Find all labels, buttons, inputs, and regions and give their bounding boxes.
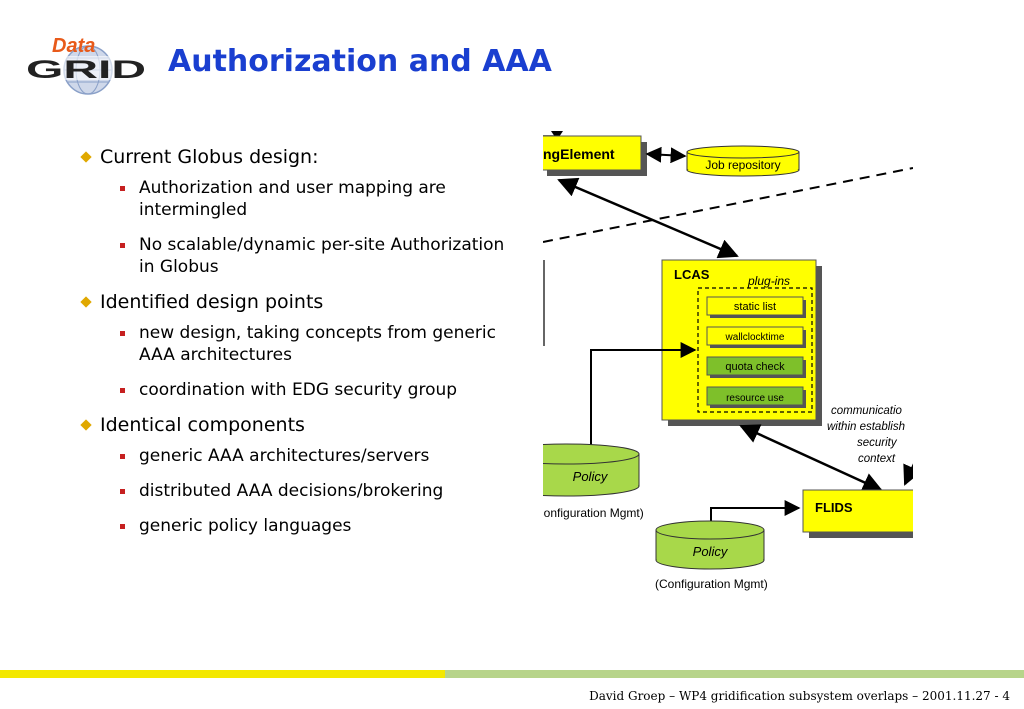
trust-boundary-line: [543, 167, 913, 243]
gatekeeper-lcas-arrow: [557, 177, 739, 259]
plugins-group: [697, 287, 813, 413]
square-bullet-icon: [120, 186, 125, 191]
config1-label: Configuration Mgmt): [543, 506, 644, 520]
config2-label: (Configuration Mgmt): [655, 577, 768, 591]
plugins-label: plug-ins: [747, 274, 790, 288]
footer-bar-yellow: [0, 670, 445, 678]
svg-text:communicatio: communicatio: [831, 405, 903, 417]
svg-text:wallclocktime: wallclocktime: [725, 332, 785, 343]
lcas-diagram: ngElement Job repository LCAS plug-ins s…: [543, 128, 913, 598]
sub-bullet-item: generic AAA architectures/servers: [80, 445, 520, 467]
diamond-bullet-icon: [80, 296, 92, 308]
svg-text:security: security: [857, 437, 898, 449]
bullet-section: Identical components generic AAA archite…: [80, 414, 520, 537]
bullet-section: Current Globus design: Authorization and…: [80, 146, 520, 278]
footer-bar-green: [445, 670, 1024, 678]
policy1-cylinder: [543, 443, 640, 465]
square-bullet-icon: [120, 388, 125, 393]
square-bullet-icon: [120, 331, 125, 336]
bullet-item: Identical components: [80, 414, 520, 437]
square-bullet-icon: [120, 454, 125, 459]
policy2-flids-arrow: [710, 500, 801, 522]
job-repository-label: Job repository: [705, 158, 780, 172]
logo-top-word: Data: [52, 35, 95, 57]
job-repository-cylinder: [686, 145, 800, 159]
flids-label: FLIDS: [815, 500, 853, 515]
svg-text:static list: static list: [734, 301, 776, 313]
sub-bullet-item: No scalable/dynamic per-site Authorizati…: [80, 234, 520, 278]
policy1-lcas-arrow: [590, 342, 697, 446]
svg-text:within establish: within establish: [827, 421, 905, 433]
lcas-label: LCAS: [674, 267, 710, 282]
bullet-item: Identified design points: [80, 291, 520, 314]
sub-bullet-item: coordination with EDG security group: [80, 379, 520, 401]
square-bullet-icon: [120, 524, 125, 529]
gatekeeper-box: [543, 135, 642, 171]
square-bullet-icon: [120, 243, 125, 248]
gatekeeper-label: ngElement: [543, 146, 615, 162]
sub-bullet-item: generic policy languages: [80, 515, 520, 537]
lcas-flids-arrow: [739, 424, 883, 492]
logo-bottom-word: GRID: [26, 56, 146, 84]
plugin-wallclocktime: [706, 326, 804, 346]
policy2-label: Policy: [693, 544, 729, 559]
plugin-resource-use: [706, 386, 804, 406]
policy1-label: Policy: [573, 469, 609, 484]
policy2-cylinder: [655, 520, 765, 540]
gatekeeper-jobrepo-arrow: [645, 146, 687, 164]
page-title: Authorization and AAA: [168, 44, 552, 79]
square-bullet-icon: [120, 489, 125, 494]
plugin-quota-check: [706, 356, 804, 376]
datagrid-logo: Data GRID: [22, 30, 150, 96]
bullet-item: Current Globus design:: [80, 146, 520, 169]
svg-text:resource use: resource use: [726, 393, 784, 404]
sub-bullet-item: Authorization and user mapping are inter…: [80, 177, 520, 221]
sub-bullet-item: distributed AAA decisions/brokering: [80, 480, 520, 502]
footer-text: David Groep – WP4 gridification subsyste…: [589, 689, 1010, 703]
sub-bullet-item: new design, taking concepts from generic…: [80, 322, 520, 366]
diamond-bullet-icon: [80, 419, 92, 431]
flids-box: [802, 489, 913, 533]
plugin-static-list: [706, 296, 804, 316]
diamond-bullet-icon: [80, 151, 92, 163]
svg-text:context: context: [858, 453, 896, 465]
bullet-section: Identified design points new design, tak…: [80, 291, 520, 401]
svg-text:quota check: quota check: [725, 361, 785, 373]
bullet-list: Current Globus design: Authorization and…: [80, 146, 520, 550]
